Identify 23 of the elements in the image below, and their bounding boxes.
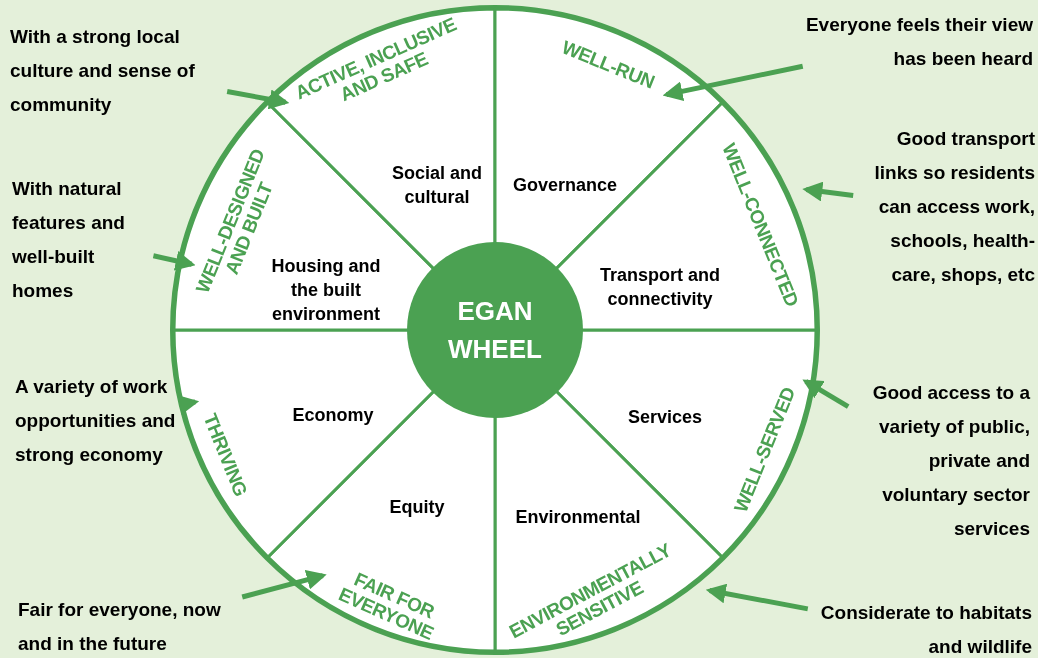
arrow [802,379,850,409]
sector-label: Environmental [515,506,641,529]
arrow [241,570,327,600]
center-label: EGAN WHEEL [447,295,543,366]
description-text: With natural features and well-built homes [12,177,126,303]
sector-label: Economy [292,404,374,427]
sector-label: Social and cultural [391,162,483,209]
description-text: Everyone feels their view has been heard [805,13,1033,71]
arrow [705,583,809,612]
sector-label: Housing and the built environment [270,255,382,326]
description-text: Fair for everyone, now and in the future [18,598,222,656]
sector-label: Equity [389,496,445,519]
arrow [226,88,290,110]
description-text: Good access to a variety of public, private and voluntary sector services [871,381,1030,541]
description-text: Considerate to habitats and wildlife [819,601,1032,658]
description-text: A variety of work opportunities and strong economy [15,375,177,467]
sector-label: Transport and connectivity [599,264,721,311]
arrow [802,181,854,202]
sector-label: Services [627,406,703,429]
description-text: Good transport links so residents can access work, schools, health-care, shops, etc [873,127,1035,287]
arrow [662,63,804,102]
sector-label: Governance [512,174,617,197]
description-text: With a strong local culture and sense of community [10,25,196,117]
